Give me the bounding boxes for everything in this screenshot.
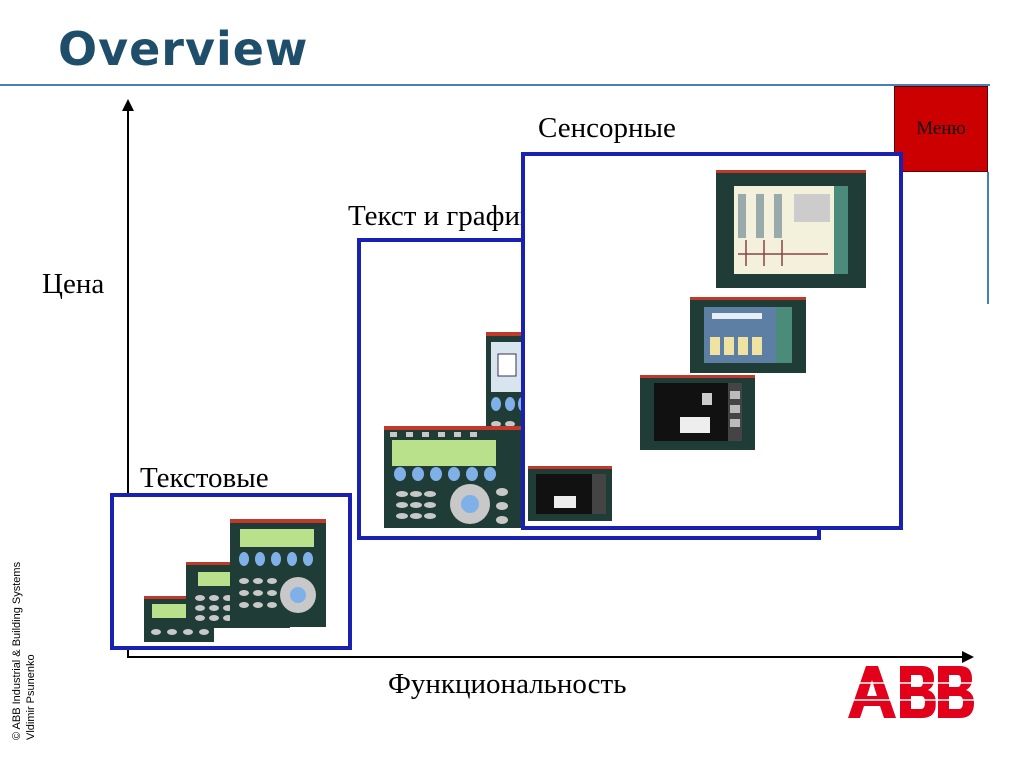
menu-button[interactable]: Меню [894,86,988,172]
copyright-line-2: Vldimir Psunenko [25,654,37,740]
operator-panel-icon [384,426,522,528]
category-label-text: Текстовые [140,462,269,494]
x-axis-arrow-icon [962,651,974,663]
copyright-note: © ABB Industrial & Building Systems Vldi… [10,562,38,740]
logo-abb [848,666,974,718]
y-axis-label: Цена [42,268,105,300]
right-divider [987,172,989,304]
category-label-touch: Сенсорные [538,112,676,144]
touch-screen-icon [716,170,866,288]
x-axis-label: Функциональность [388,668,627,700]
title-divider [0,84,990,86]
y-axis [127,108,129,658]
y-axis-arrow-icon [122,99,134,111]
copyright-line-1: © ABB Industrial & Building Systems [11,561,23,740]
touch-screen-icon [640,375,755,450]
slide-title: Overview [58,22,309,76]
touch-screen-icon [690,297,806,373]
x-axis [127,656,965,658]
category-label-text-graphic: Текст и графика [348,200,524,232]
touch-screen-icon [528,466,612,521]
operator-panel-icon [230,519,326,627]
